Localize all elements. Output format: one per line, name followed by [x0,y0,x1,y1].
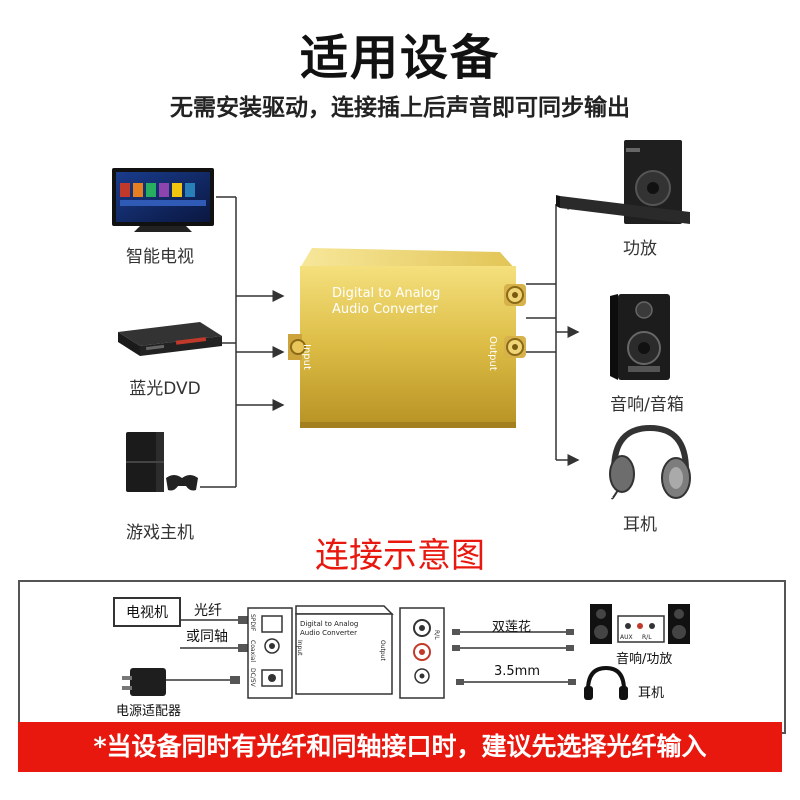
input-connection-lines [200,196,285,488]
diagram-headphones-label: 耳机 [638,686,665,701]
converter-output-text: Output [487,336,498,371]
diagram-rl-short-text: R/L [642,634,652,641]
diagram-input-text: Input [296,640,303,656]
diagram-optical-label: 光纤 [194,603,222,619]
headphones-icon [609,424,691,500]
amp-label: 功放 [623,239,657,259]
diagram-tv-box: 电视机 [126,605,168,621]
diagram-title: 连接示意图 [315,536,485,576]
headphone-label: 耳机 [623,515,657,535]
diagram-aux-text: AUX [620,634,633,641]
diagram-rca-label: 双莲花 [492,620,532,635]
diagram-dc5v-text: DC/5V [249,668,256,687]
diagram-output-text: Output [379,640,386,661]
converter-input-text: Input [301,344,312,370]
speaker-label: 音响/音箱 [610,395,684,415]
diagram-rl-text: R/L [433,630,440,640]
diagram-spdif-text: SPDIF [249,614,256,632]
converter-label: Digital to Analog Audio Converter [332,286,440,318]
game-console-icon [126,432,198,492]
smart-tv-icon [112,168,214,232]
output-connection-lines [526,198,580,466]
diagram-mini-converter-label: Digital to Analog Audio Converter [300,620,358,638]
dvd-label: 蓝光DVD [129,379,201,399]
bluray-dvd-icon [118,322,222,356]
tv-label: 智能电视 [126,247,194,267]
optical-priority-note: *当设备同时有光纤和同轴接口时，建议先选择光纤输入 [18,722,782,772]
amplifier-icon [556,140,690,224]
diagram-audio-amp-label: 音响/功放 [616,652,673,667]
console-label: 游戏主机 [126,523,194,543]
page-title: 适用设备 [299,30,500,86]
diagram-coaxial-text: Coaxial [249,640,256,663]
diagram-mini-label-line2: Audio Converter [300,629,357,637]
converter-label-line1: Digital to Analog [332,286,441,301]
converter-label-line2: Audio Converter [332,302,438,317]
diagram-mini-label-line1: Digital to Analog [300,620,359,628]
page-subtitle: 无需安装驱动，连接插上后声音即可同步输出 [170,95,630,121]
diagram-coaxial-label: 或同轴 [186,629,228,645]
speaker-icon [610,294,670,380]
diagram-power-adapter-label: 电源适配器 [116,704,182,719]
converter-device [288,248,526,428]
diagram-jack-label: 3.5mm [494,664,541,679]
